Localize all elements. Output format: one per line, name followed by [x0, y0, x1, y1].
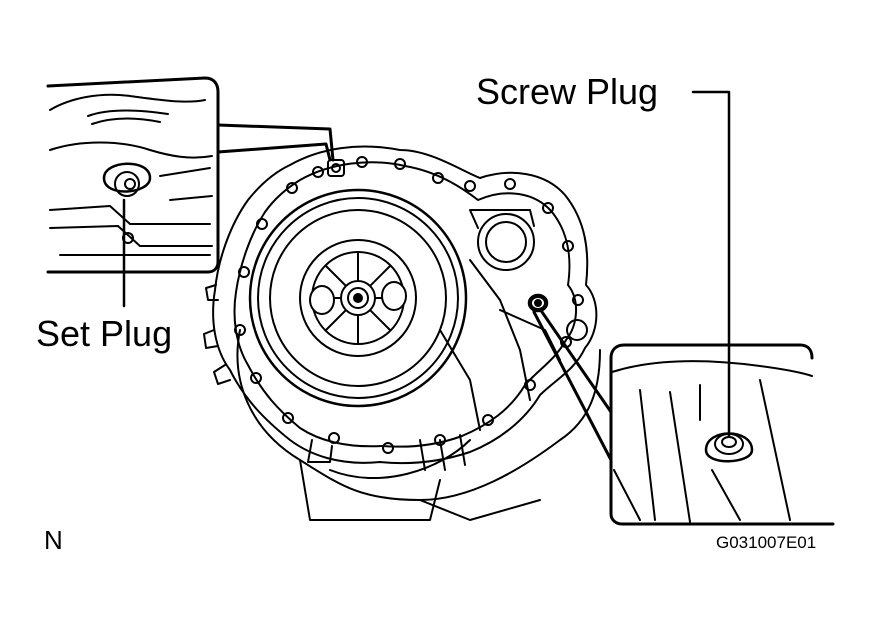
screw-plug-inset: [609, 343, 835, 526]
screw-plug-leader-upper: [540, 310, 613, 414]
set-plug-label: Set Plug: [36, 313, 173, 354]
set-plug-boss: [327, 159, 345, 177]
set-plug-leader-lower: [216, 142, 332, 162]
screw-plug-leader-lower: [532, 310, 613, 462]
transmission-case-lower: [236, 329, 601, 521]
screw-plug-label: Screw Plug: [476, 71, 659, 112]
set-plug-leader-upper: [216, 123, 335, 162]
screw-plug-location: [527, 293, 549, 313]
bellhousing-flange: [203, 145, 598, 465]
screw-plug-callout-line: [691, 90, 731, 438]
figure-code: G031007E01: [716, 533, 817, 552]
set-plug-inset: [46, 76, 220, 274]
orientation-label: N: [44, 525, 63, 555]
torque-converter: [248, 188, 468, 408]
